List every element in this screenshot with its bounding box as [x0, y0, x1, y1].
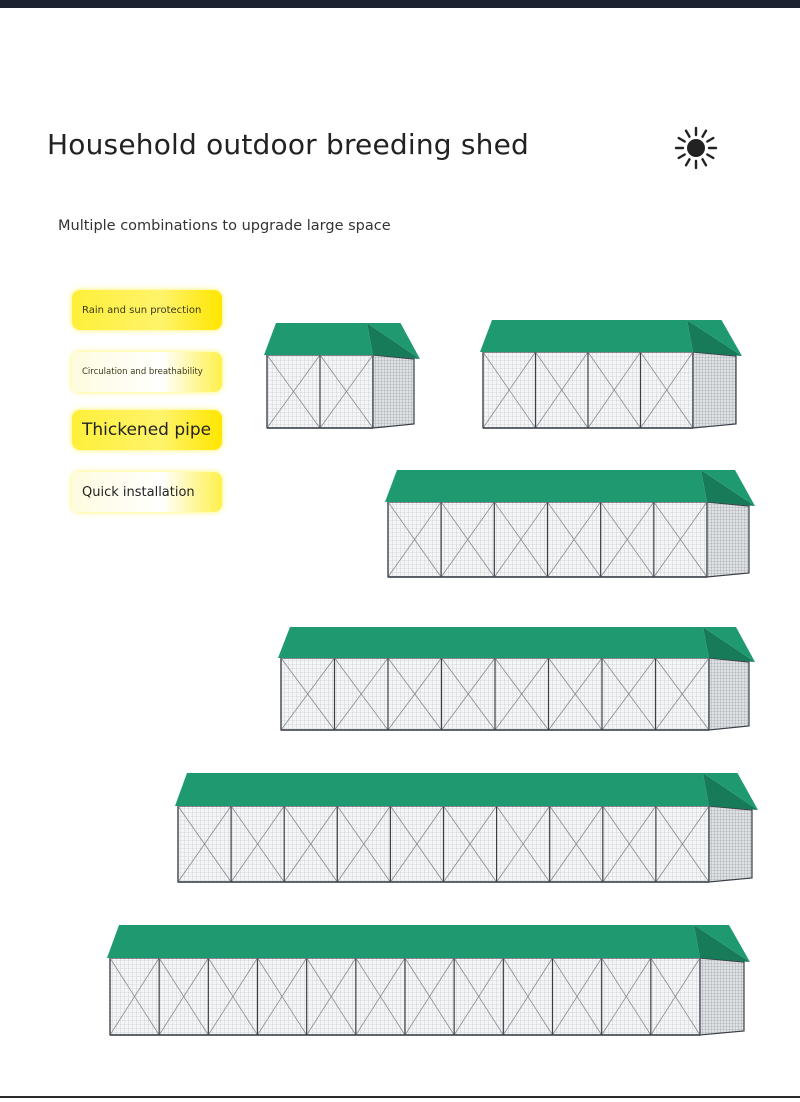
roof: [107, 925, 700, 958]
subtitle: Multiple combinations to upgrade large s…: [58, 218, 391, 234]
shed-size-6: [107, 925, 750, 1036]
end-wall: [706, 501, 750, 578]
end-wall: [708, 657, 750, 731]
shed-size-1: [264, 323, 420, 429]
feature-tag-thickened-pipe: Thickened pipe: [72, 410, 222, 450]
shed-size-2: [480, 320, 742, 429]
roof: [175, 773, 709, 806]
shed-size-3: [385, 470, 755, 578]
end-wall: [372, 354, 415, 429]
bottom-divider: [0, 1096, 800, 1098]
top-bar: [0, 0, 800, 8]
feature-tag-rain-sun: Rain and sun protection: [72, 290, 222, 330]
feature-tag-circulation: Circulation and breathability: [72, 352, 222, 392]
roof: [264, 323, 373, 355]
roof: [278, 627, 709, 658]
roof: [480, 320, 693, 352]
end-wall: [699, 957, 745, 1036]
roof: [385, 470, 707, 502]
page-title: Household outdoor breeding shed: [47, 128, 530, 161]
shed-size-4: [278, 627, 755, 731]
sun-icon: [674, 126, 718, 170]
shed-size-5: [175, 773, 758, 883]
feature-tag-quick-install: Quick installation: [72, 472, 222, 512]
end-wall: [708, 805, 753, 883]
end-wall: [692, 351, 737, 429]
